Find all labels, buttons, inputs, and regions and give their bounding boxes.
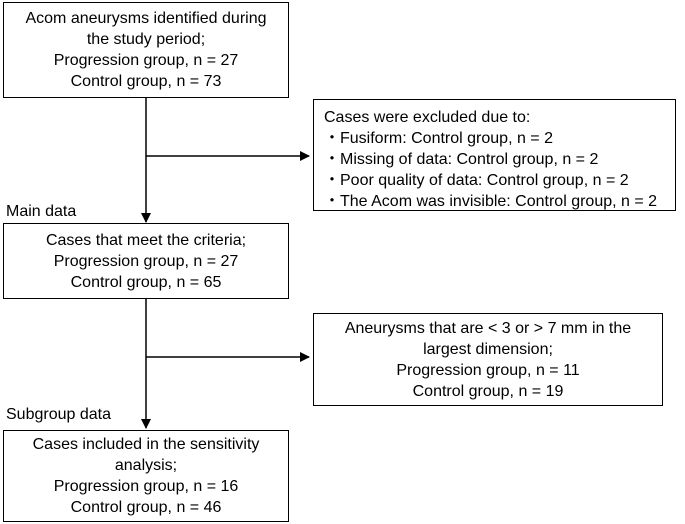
- subgroup-data-label: Subgroup data: [6, 406, 111, 423]
- initial-line-4: Control group, n = 73: [70, 73, 222, 90]
- initial-cases-box: Acom aneurysms identified during the stu…: [3, 2, 289, 98]
- initial-line-2: the study period;: [86, 31, 206, 48]
- main-data-label: Main data: [6, 203, 77, 220]
- excluded-item: ・Poor quality of data: Control group, n …: [324, 172, 629, 189]
- sensitivity-line-2: analysis;: [114, 457, 178, 474]
- criteria-line-1: Cases that meet the criteria;: [45, 231, 247, 249]
- size-excluded-line-3: Progression group, n = 11: [396, 361, 580, 379]
- excluded-cases-box: Cases were excluded due to: ・Fusiform: C…: [313, 99, 676, 211]
- size-excluded-box: Aneurysms that are < 3 or > 7 mm in the …: [313, 313, 663, 406]
- sensitivity-cases-box: Cases included in the sensitivity analys…: [3, 430, 289, 522]
- excluded-item: ・Fusiform: Control group, n = 2: [324, 130, 553, 147]
- criteria-line-3: Control group, n = 65: [70, 273, 222, 291]
- criteria-line-2: Progression group, n = 27: [53, 252, 239, 270]
- initial-line-1: Acom aneurysms identified during: [25, 10, 267, 27]
- excluded-item: ・The Acom was invisible: Control group, …: [324, 193, 658, 210]
- size-excluded-line-1: Aneurysms that are < 3 or > 7 mm in the: [344, 319, 632, 337]
- size-excluded-line-2: largest dimension;: [423, 340, 553, 358]
- size-excluded-line-4: Control group, n = 19: [412, 382, 564, 400]
- sensitivity-line-4: Control group, n = 46: [70, 499, 222, 516]
- sensitivity-line-1: Cases included in the sensitivity: [32, 436, 260, 453]
- excluded-title: Cases were excluded due to:: [324, 109, 531, 126]
- criteria-cases-box: Cases that meet the criteria; Progressio…: [3, 223, 289, 299]
- sensitivity-line-3: Progression group, n = 16: [53, 478, 239, 495]
- excluded-item: ・Missing of data: Control group, n = 2: [324, 151, 599, 168]
- initial-line-3: Progression group, n = 27: [53, 52, 239, 69]
